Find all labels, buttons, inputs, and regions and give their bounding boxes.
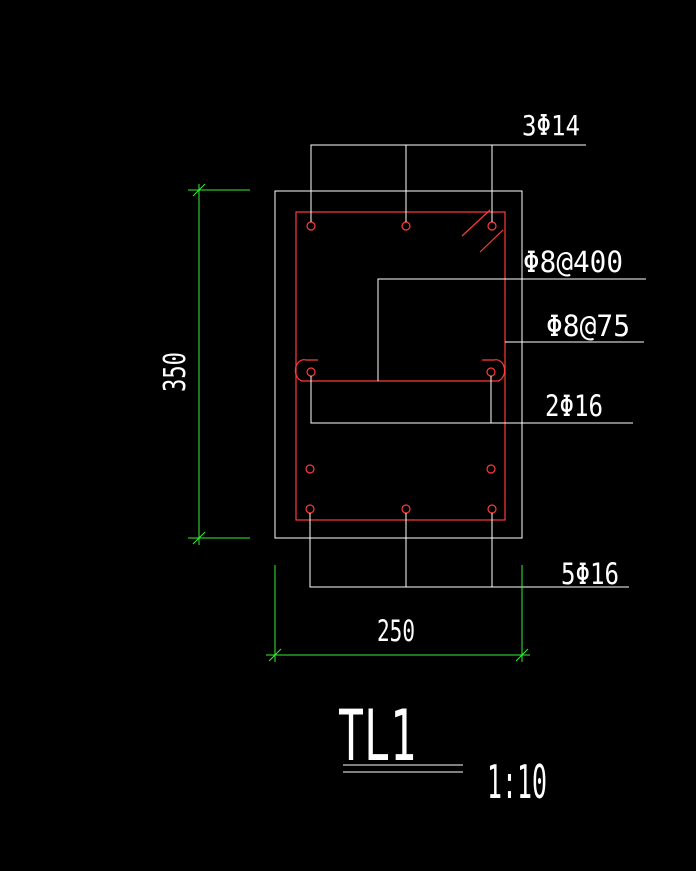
rebars-bottom (305, 464, 497, 514)
rebar-middle-right (486, 367, 496, 377)
rebars-middle (306, 367, 496, 377)
dimension-height-label: 350 (158, 352, 193, 392)
rebar-bottom-left (305, 504, 315, 514)
leader-bottom-bars (309, 513, 629, 588)
rebar-bottom-middle (401, 504, 411, 514)
rebar-top-left (306, 221, 316, 231)
tie-hook-right (482, 359, 506, 382)
label-top-bars: 3Φ14 (522, 109, 580, 142)
rebar-bottom-right (487, 504, 497, 514)
leader-middle-bars (310, 376, 633, 424)
rebar-middle-left (306, 367, 316, 377)
label-stirrup-tie: Φ8@400 (523, 245, 623, 279)
label-bottom-bars: 5Φ16 (561, 557, 619, 591)
height-tick-bottom (192, 531, 206, 545)
rebar-bottom-upper-left (305, 464, 315, 474)
stirrup-hook-top-2 (479, 229, 504, 253)
rebar-top-right (487, 221, 497, 231)
dimension-lines (188, 183, 530, 662)
stirrup-hook-top (461, 209, 491, 237)
drawing-scale: 1:10 (487, 755, 547, 809)
height-tick-top (192, 183, 206, 197)
leader-stirrup-tie (377, 278, 646, 381)
label-middle-bars: 2Φ16 (545, 389, 603, 423)
tie-hook-left (294, 359, 318, 382)
stirrup-main (295, 211, 506, 521)
label-stirrup-main: Φ8@75 (546, 309, 630, 343)
drawing-title: TL1 (338, 695, 416, 777)
dimension-width-label: 250 (377, 614, 415, 648)
concrete-outline (274, 190, 523, 539)
rebar-bottom-upper-right (486, 464, 496, 474)
rebar-top-middle (401, 221, 411, 231)
width-tick-right (515, 648, 529, 662)
leader-lines (309, 144, 646, 588)
rebars-top (306, 221, 497, 231)
width-tick-left (268, 648, 282, 662)
leader-top-bars (310, 144, 493, 222)
